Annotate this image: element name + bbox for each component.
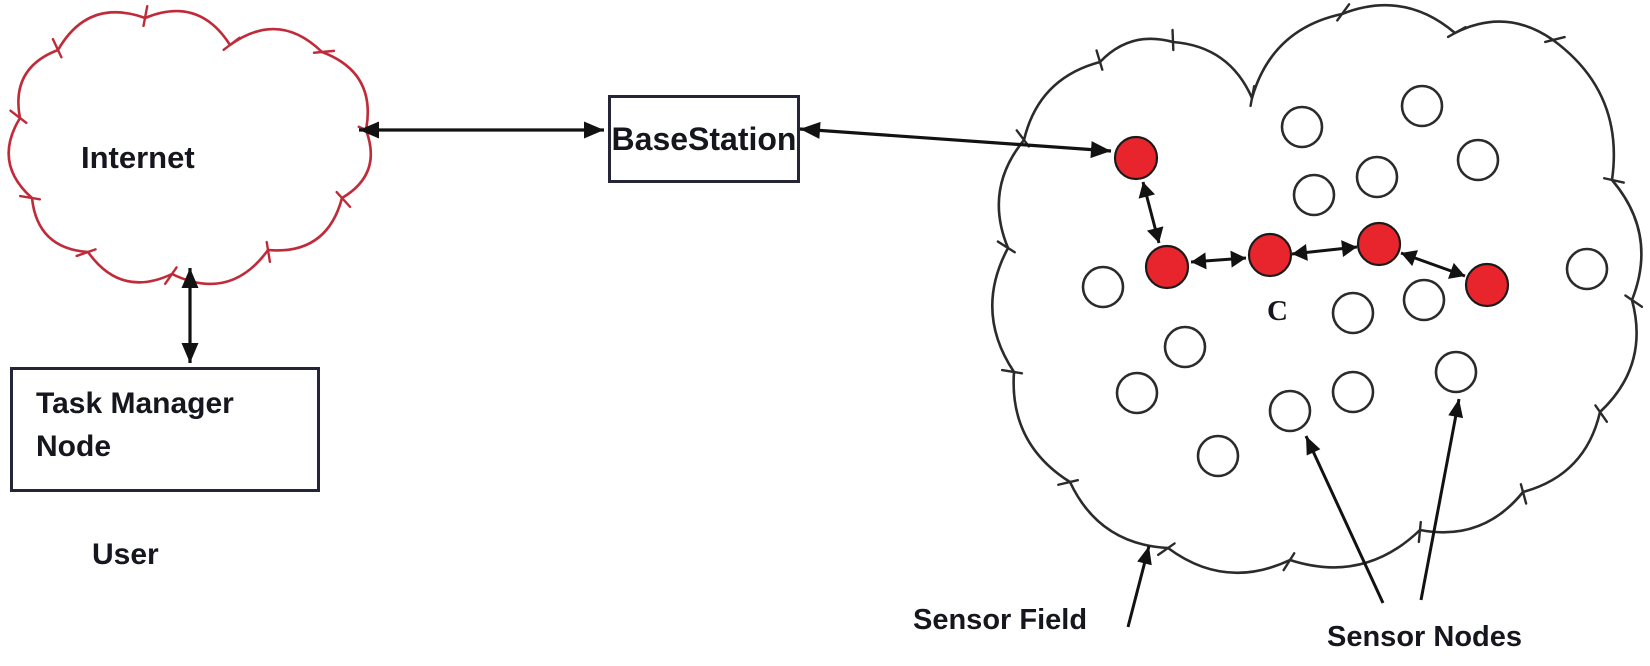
internet-cloud-tick	[335, 190, 352, 209]
sensor-field-cloud	[991, 3, 1644, 575]
cluster-label: C	[1267, 295, 1288, 327]
sensor-field-cloud-tick	[1156, 542, 1176, 557]
sensor-field-cloud-tick	[1171, 28, 1175, 52]
callout-arrow-head	[1448, 399, 1464, 419]
sensor-node	[1268, 389, 1312, 433]
link-arrow-head	[1090, 141, 1111, 159]
internet-cloud-tick	[163, 266, 178, 286]
link-arrow-head	[800, 121, 821, 139]
cluster-link-arrow-head	[1341, 240, 1357, 258]
cluster-node	[1356, 221, 1402, 267]
sensor-node	[1163, 325, 1207, 369]
sensor-node	[1331, 370, 1375, 414]
cluster-link-arrow	[1138, 181, 1164, 244]
link-arrow	[181, 268, 199, 363]
sensor-nodes-label: Sensor Nodes	[1327, 621, 1522, 653]
sensor-field-cloud-tick	[1594, 404, 1609, 424]
cluster-link-arrow-head	[1448, 262, 1465, 279]
sensor-node	[1115, 371, 1159, 415]
internet-cloud-tick	[142, 5, 149, 28]
internet-cloud-outline	[7, 9, 373, 286]
sensor-field-cloud-tick	[1417, 520, 1422, 544]
internet-label: Internet	[81, 140, 195, 175]
cluster-node	[1144, 244, 1190, 290]
link-arrow-head	[584, 121, 604, 139]
sensor-node	[1400, 84, 1444, 128]
cluster-node	[1247, 232, 1293, 278]
user-label: User	[92, 538, 159, 571]
base-station-box: BaseStation	[608, 95, 800, 183]
internet-cloud-tick	[312, 49, 336, 54]
base-station-label: BaseStation	[611, 120, 797, 157]
sensor-field-cloud-tick	[1446, 25, 1467, 39]
sensor-field-cloud-outline	[991, 3, 1643, 575]
link-arrow-head	[181, 268, 199, 288]
internet-cloud	[7, 5, 379, 286]
callout-arrow-head	[1306, 436, 1321, 456]
cluster-link-arrow-head	[1292, 243, 1308, 261]
sensor-field-cloud-tick	[1544, 35, 1566, 44]
sensor-field-cloud-tick	[1249, 84, 1256, 108]
task-manager-node-label: Task Manager Node	[36, 387, 234, 463]
sensor-node	[1196, 434, 1240, 478]
cluster-node	[1464, 262, 1510, 308]
cluster-link-arrow-head	[1230, 250, 1246, 268]
sensor-field-cloud-tick	[1000, 368, 1024, 375]
task-manager-node-box: Task Manager Node	[10, 367, 320, 492]
sensor-node	[1081, 265, 1125, 309]
cluster-link-arrow-head	[1401, 250, 1418, 267]
cluster-link-arrow	[1291, 240, 1358, 261]
sensor-node	[1402, 278, 1446, 322]
cluster-link-arrow	[1400, 250, 1466, 279]
callout-arrow-head	[1137, 546, 1152, 566]
sensor-field-cloud-tick	[1602, 177, 1625, 184]
sensor-field-cloud-tick	[996, 240, 1016, 254]
cluster-link-arrow-head	[1138, 182, 1156, 199]
sensor-node	[1355, 155, 1399, 199]
internet-cloud-tick	[9, 109, 28, 125]
callout-arrow-shaft	[1419, 398, 1461, 601]
sensor-node	[1292, 173, 1336, 217]
cluster-link-arrow-head	[1191, 252, 1207, 270]
sensor-field-cloud-tick	[1624, 294, 1644, 308]
sensor-field-cloud-tick	[1336, 3, 1351, 22]
link-arrow	[359, 121, 604, 139]
sensor-node	[1331, 291, 1375, 335]
sensor-field-cloud-tick	[1057, 478, 1079, 486]
sensor-node	[1565, 247, 1609, 291]
cluster-node	[1113, 135, 1159, 181]
sensor-node	[1456, 138, 1500, 182]
sensor-node	[1434, 350, 1478, 394]
cluster-link-arrow	[1190, 250, 1247, 270]
internet-cloud-tick	[18, 194, 42, 201]
internet-cloud-tick	[51, 37, 63, 59]
callout-arrow	[1419, 398, 1464, 601]
link-arrow-head	[181, 343, 199, 363]
sensor-field-label: Sensor Field	[913, 604, 1088, 636]
link-arrow	[799, 121, 1112, 159]
sensor-field-cloud-tick	[1095, 49, 1104, 71]
callout-arrow	[1304, 435, 1385, 604]
link-arrow-head	[359, 121, 379, 139]
sensor-field-cloud-tick	[1282, 552, 1296, 572]
callout-arrow-shaft	[1304, 435, 1385, 604]
callout-arrow	[1126, 545, 1152, 628]
sensor-field-cloud-tick	[1519, 483, 1528, 505]
internet-cloud-tick	[222, 36, 241, 52]
internet-cloud-tick	[75, 248, 97, 258]
sensor-node	[1280, 105, 1324, 149]
internet-cloud-tick	[265, 240, 272, 264]
cluster-link-arrow-head	[1146, 226, 1164, 243]
link-arrow-shaft	[799, 127, 1112, 153]
